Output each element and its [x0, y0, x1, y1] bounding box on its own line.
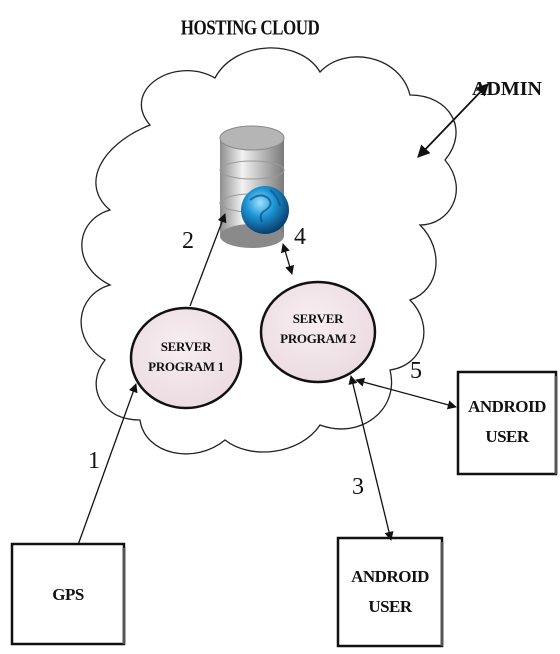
arrow-3-server2-to-android-bottom	[348, 375, 394, 541]
android-user-right-label: ANDROID USER	[458, 392, 556, 452]
server-program-1-node	[129, 306, 243, 410]
server-program-1-label: SERVER PROGRAM 1	[131, 337, 241, 377]
globe-icon	[241, 186, 289, 234]
server-program-1-line1: SERVER	[160, 339, 212, 354]
step-1-label: 1	[88, 448, 100, 474]
step-4-label: 4	[294, 224, 306, 250]
android-user-right-line2: USER	[485, 427, 529, 446]
server-program-2-node	[259, 280, 377, 384]
android-user-bottom-line1: ANDROID	[351, 567, 429, 586]
hosting-cloud-shape	[80, 47, 457, 455]
step-2-label: 2	[182, 228, 194, 254]
android-user-right-box	[456, 370, 558, 476]
step-5-label: 5	[410, 358, 422, 384]
step-3-label: 3	[352, 474, 364, 500]
android-user-bottom-label: ANDROID USER	[338, 562, 442, 622]
arrow-admin-to-cloud	[417, 83, 489, 158]
arrow-2-server1-to-database	[189, 213, 227, 307]
server-program-2-label: SERVER PROGRAM 2	[261, 309, 375, 349]
arrow-1-gps-to-server1	[77, 383, 138, 546]
gps-label: GPS	[52, 585, 84, 604]
admin-label: ADMIN	[472, 78, 542, 100]
server-program-2-line1: SERVER	[292, 311, 344, 326]
server-program-2-line2: PROGRAM 2	[280, 331, 356, 346]
android-user-bottom-box	[336, 536, 444, 648]
diagram-title: HOSTING CLOUD	[180, 15, 320, 40]
android-user-bottom-line2: USER	[368, 597, 412, 616]
arrow-4-database-to-server2	[280, 243, 295, 275]
server-program-1-line2: PROGRAM 1	[148, 359, 224, 374]
android-user-right-line1: ANDROID	[468, 397, 546, 416]
